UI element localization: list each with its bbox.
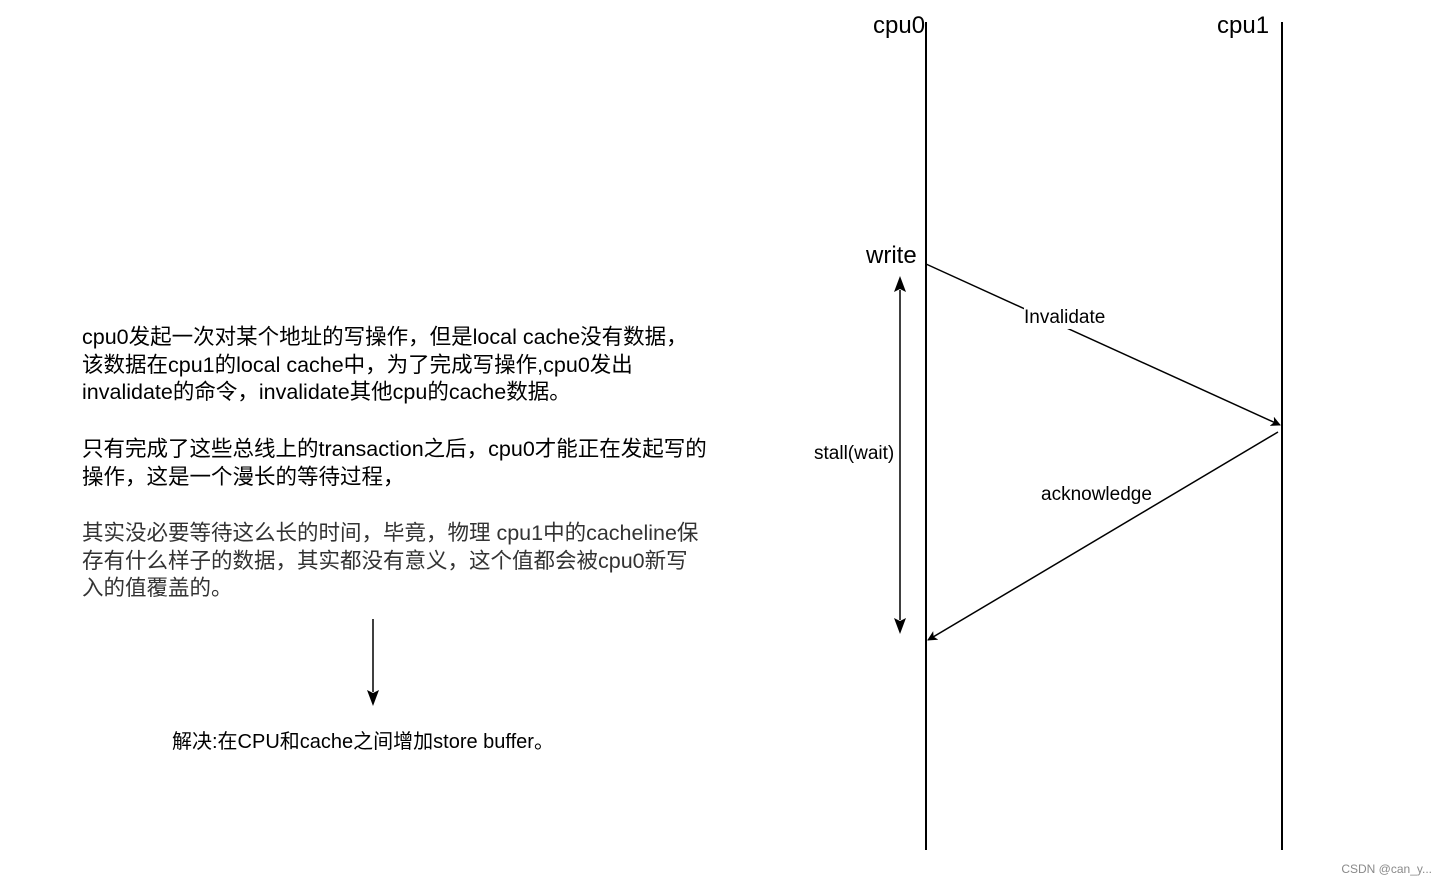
stall-label: stall(wait) <box>814 443 895 464</box>
description-paragraph-3: 其实没必要等待这么长的时间，毕竟，物理 cpu1中的cacheline保存有什么… <box>82 521 699 600</box>
acknowledge-label: acknowledge <box>1041 484 1152 506</box>
stall-arrow-bottom-head <box>894 618 906 634</box>
write-label: write <box>866 242 917 269</box>
solution-text: 解决:在CPU和cache之间增加store buffer。 <box>172 731 554 753</box>
stall-arrow-top-head <box>894 276 906 292</box>
cpu1-title: cpu1 <box>1217 12 1270 39</box>
cpu0-title: cpu0 <box>873 12 926 39</box>
description-paragraph-2: 只有完成了这些总线上的transaction之后，cpu0才能正在发起写的操作，… <box>82 437 707 489</box>
invalidate-label: Invalidate <box>1024 307 1106 329</box>
watermark: CSDN @can_y... <box>1341 862 1432 876</box>
acknowledge-arrow <box>927 431 1279 641</box>
description-paragraph-1: cpu0发起一次对某个地址的写操作，但是local cache没有数据，该数据在… <box>82 325 688 404</box>
solution-arrow-head <box>367 690 379 706</box>
invalidate-arrow <box>925 263 1281 426</box>
